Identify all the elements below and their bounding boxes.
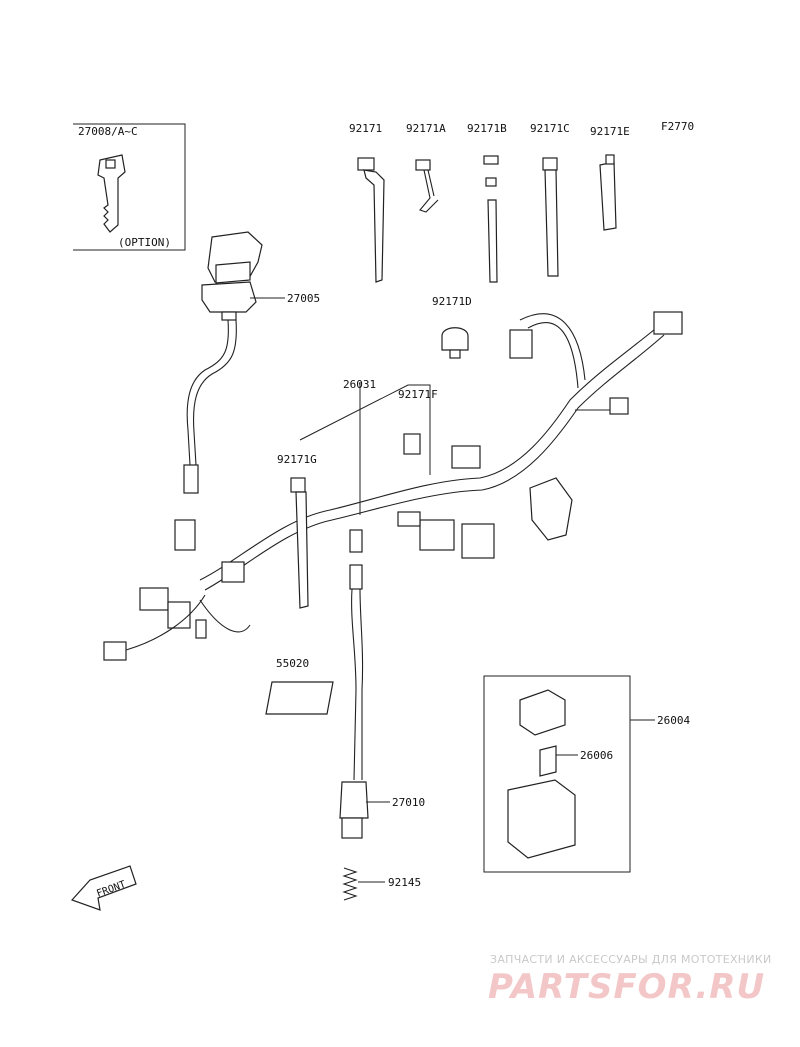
clamp-92171b bbox=[483, 155, 499, 283]
part-label-26006: 26006 bbox=[580, 749, 613, 762]
spring-92145 bbox=[342, 867, 385, 901]
part-label-92171d: 92171D bbox=[432, 295, 472, 308]
main-harness-26031 bbox=[103, 311, 683, 661]
part-label-26031: 26031 bbox=[343, 378, 376, 391]
clamp-92171 bbox=[357, 157, 385, 283]
front-arrow-icon bbox=[70, 865, 137, 911]
part-label-92145: 92145 bbox=[388, 876, 421, 889]
clamp-92171a bbox=[415, 159, 439, 213]
part-label-92171g: 92171G bbox=[277, 453, 317, 466]
part-label-26004: 26004 bbox=[657, 714, 690, 727]
switch-27010 bbox=[339, 564, 390, 839]
part-label-27005: 27005 bbox=[287, 292, 320, 305]
part-label-92171b: 92171B bbox=[467, 122, 507, 135]
diagram-code: F2770 bbox=[661, 120, 694, 133]
clamp-92171d bbox=[441, 327, 469, 359]
watermark-tagline: ЗАПЧАСТИ И АКСЕССУАРЫ ДЛЯ МОТОТЕХНИКИ bbox=[490, 953, 772, 966]
clamp-92171g bbox=[290, 477, 309, 609]
part-label-92171c: 92171C bbox=[530, 122, 570, 135]
sheet-55020 bbox=[265, 681, 334, 715]
part-label-option: (OPTION) bbox=[118, 236, 171, 249]
part-label-55020: 55020 bbox=[276, 657, 309, 670]
clamp-92171e bbox=[599, 154, 617, 231]
part-label-92171: 92171 bbox=[349, 122, 382, 135]
part-label-92171f: 92171F bbox=[398, 388, 438, 401]
part-label-27010: 27010 bbox=[392, 796, 425, 809]
part-label-92171a: 92171A bbox=[406, 122, 446, 135]
relay-box-26004 bbox=[483, 675, 655, 873]
clamp-92171c bbox=[542, 157, 559, 277]
watermark-brand: PARTSFOR.RU bbox=[488, 967, 765, 1007]
key-27008 bbox=[73, 123, 186, 251]
part-label-92171e: 92171E bbox=[590, 125, 630, 138]
ignition-switch-27005 bbox=[183, 231, 285, 494]
part-label-27008: 27008/A~C bbox=[78, 125, 138, 138]
clamp-92171f bbox=[299, 384, 431, 475]
